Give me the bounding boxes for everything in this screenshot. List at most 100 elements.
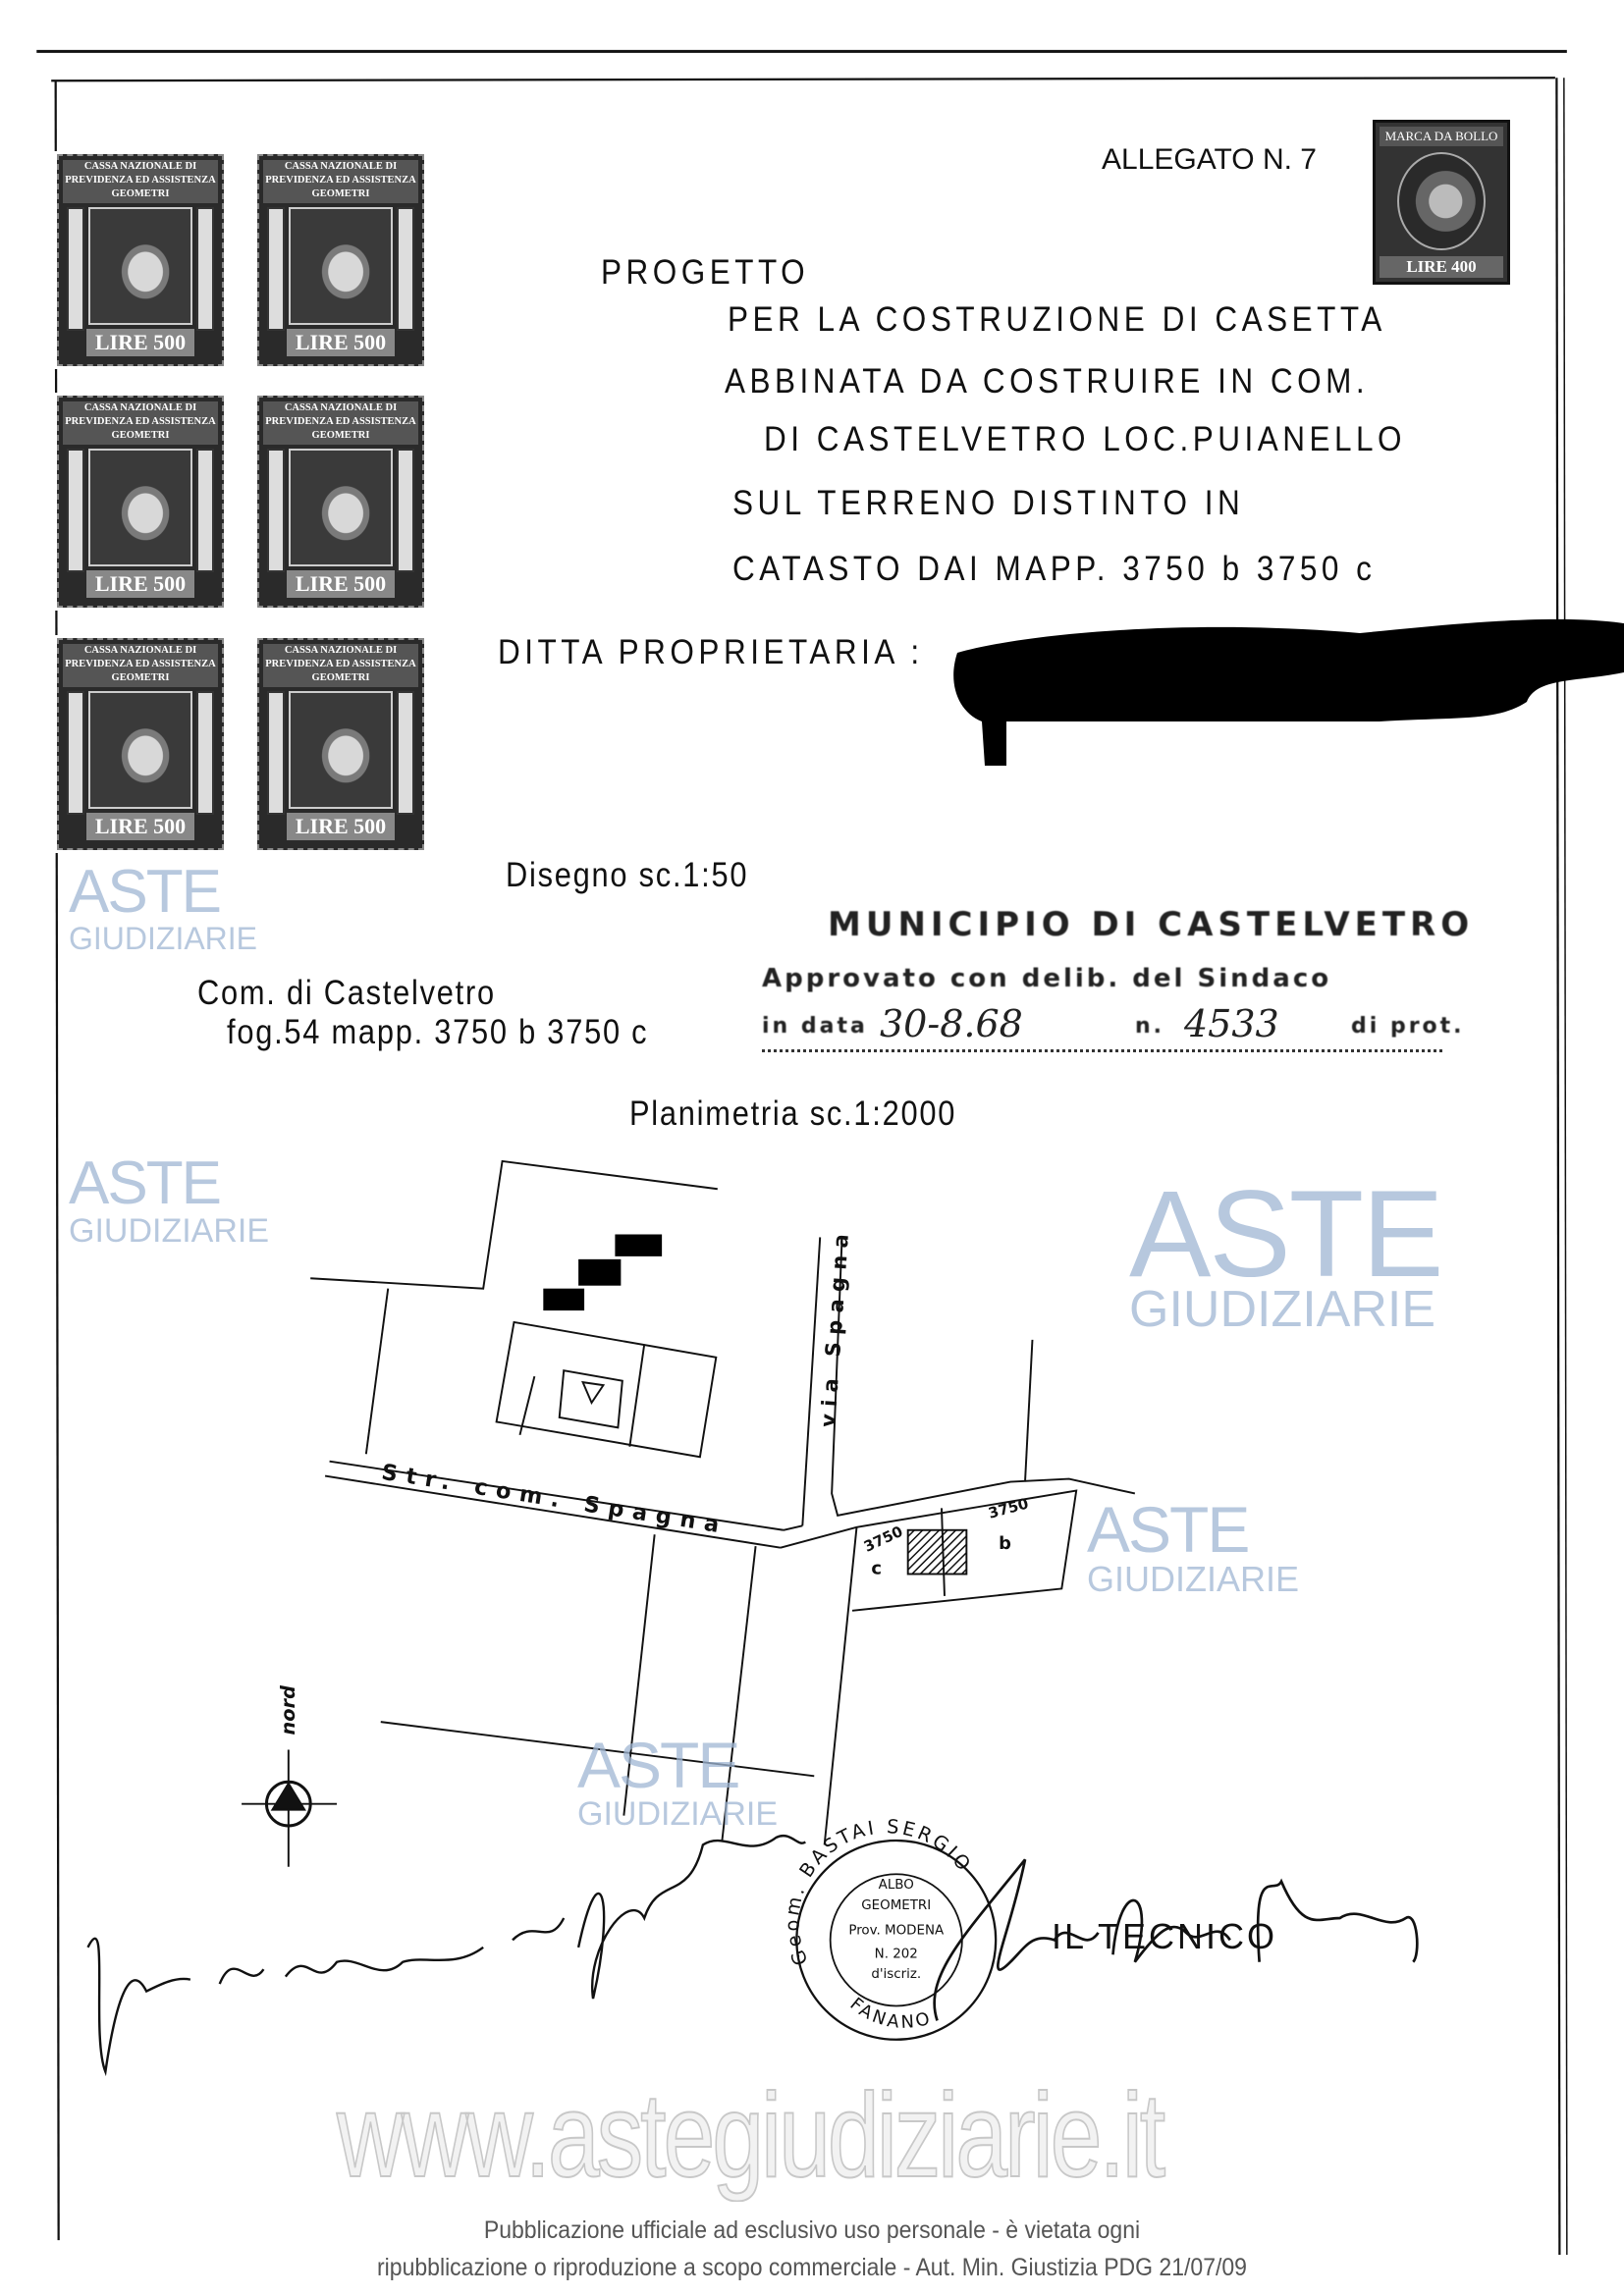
parcel-boundary [310,1159,718,1290]
technician-label: IL TECNICO [1052,1916,1278,1956]
portrait-image [289,691,393,809]
stamp-header-line: GEOMETRI [311,672,370,683]
portrait-image [88,449,192,566]
title-line: CATASTO DAI MAPP. 3750 b 3750 c [732,550,1377,588]
road-label-side: via Spagna [816,1226,853,1428]
title-line: ABBINATA DA COSTRUIRE IN COM. [725,362,1370,400]
parcel-c-letter: c [871,1559,882,1579]
stamp-header-line: GEOMETRI [311,188,370,199]
approval-date: 30-8.68 [880,1002,1023,1045]
stamp-header-line: CASSA NAZIONALE DI [83,402,197,413]
column-ornament [267,449,285,572]
stamp-header-line: PREVIDENZA ED ASSISTENZA [265,416,416,427]
marca-da-bollo-stamp: MARCA DA BOLLO LIRE 400 [1373,120,1510,285]
footer-line: Pubblicazione ufficiale ad esclusivo uso… [483,2216,1141,2244]
cassa-geometri-stamp: CASSA NAZIONALE DI PREVIDENZA ED ASSISTEN… [54,393,227,611]
parcel-boundary [364,1288,390,1455]
north-label: nord [277,1684,299,1735]
seal-bottom-text: FANANO [846,1994,935,2033]
site-plan-map [86,1159,1419,2077]
stamp-value: LIRE 500 [287,813,395,840]
n-label: n. [1135,1014,1165,1039]
column-ornament [67,207,84,331]
column-ornament [397,691,414,815]
stamp-header-line: GEOMETRI [111,672,170,683]
cassa-geometri-stamp: CASSA NAZIONALE DI PREVIDENZA ED ASSISTEN… [54,635,227,853]
seal-center-text: ALBO GEOMETRI Prov. MODENA N. 202 d'iscr… [848,1878,945,1982]
title-line: PER LA COSTRUZIONE DI CASETTA [728,300,1386,339]
stamp-header-line: CASSA NAZIONALE DI [83,161,197,172]
cassa-geometri-stamp: CASSA NAZIONALE DI PREVIDENZA ED ASSISTEN… [54,151,227,369]
approval-date-line: in data 30-8.68 n. 4533 di prot. [762,1002,1462,1052]
stamp-header-line: PREVIDENZA ED ASSISTENZA [65,659,216,669]
planimetria-scale: Planimetria sc.1:2000 [629,1095,957,1133]
page-border [36,49,1568,2256]
house-footprint [906,1528,968,1575]
title-line: SUL TERRENO DISTINTO IN [732,484,1245,522]
portrait-image [289,449,393,566]
protocol-number: 4533 [1184,1002,1279,1045]
stamp-header-line: CASSA NAZIONALE DI [284,645,398,656]
parcel-c-number: 3750 [861,1522,905,1556]
watermark-site: www.astegiudiziarie.it [336,2068,1166,2202]
stamp-header-line: CASSA NAZIONALE DI [284,161,398,172]
stamp-header-line: GEOMETRI [311,430,370,441]
stamp-header: CASSA NAZIONALE DI PREVIDENZA ED ASSISTEN… [63,644,218,687]
road-edge [329,1460,785,1531]
foglio-mappale: fog.54 mapp. 3750 b 3750 c [227,1013,649,1051]
parcel-b-number: 3750 [987,1495,1031,1522]
road-edge [801,1237,822,1526]
stamp-value: LIRE 500 [86,570,194,598]
footer-line: ripubblicazione o riproduzione a scopo c… [377,2254,1247,2281]
road-edge [324,1474,782,1549]
north-arrow-icon [242,1749,338,1867]
column-ornament [397,449,414,572]
stamp-value: LIRE 500 [86,813,194,840]
parcel-b-letter: b [999,1533,1011,1554]
portrait-image [289,207,393,325]
approval-text: Approvato con delib. del Sindaco [762,964,1332,993]
road-edge [831,1237,1136,1517]
road-label-main: Str. com. Spagna [380,1460,730,1539]
technician-signature [933,1858,1419,2021]
stamp-header-line: GEOMETRI [111,188,170,199]
comune-label: Com. di Castelvetro [197,974,496,1012]
stamp-header-line: CASSA NAZIONALE DI [83,645,197,656]
column-ornament [67,691,84,815]
column-ornament [196,207,214,331]
owner-label: DITTA PROPRIETARIA : [498,633,924,671]
owner-redaction [953,618,1624,766]
column-ornament [67,449,84,572]
in-data-label: in data [762,1014,868,1039]
stamp-header-line: GEOMETRI [111,430,170,441]
redaction-box [578,1258,622,1286]
stamp-header-line: PREVIDENZA ED ASSISTENZA [65,416,216,427]
stamp-value: LIRE 500 [287,570,395,598]
stamp-header-line: PREVIDENZA ED ASSISTENZA [65,175,216,186]
bollo-value: LIRE 400 [1380,256,1503,278]
redaction-box [615,1234,663,1256]
column-ornament [267,207,285,331]
allegato-label: ALLEGATO N. 7 [1102,143,1317,176]
column-ornament [196,449,214,572]
drawing-scale: Disegno sc.1:50 [506,856,749,894]
column-ornament [196,691,214,815]
svg-text:N. 202: N. 202 [875,1947,918,1961]
svg-text:Prov. MODENA: Prov. MODENA [848,1923,945,1938]
stamp-value: LIRE 500 [86,329,194,356]
stamp-header: CASSA NAZIONALE DI PREVIDENZA ED ASSISTEN… [63,401,218,445]
road-edge [823,1526,858,1845]
portrait-image [88,207,192,325]
